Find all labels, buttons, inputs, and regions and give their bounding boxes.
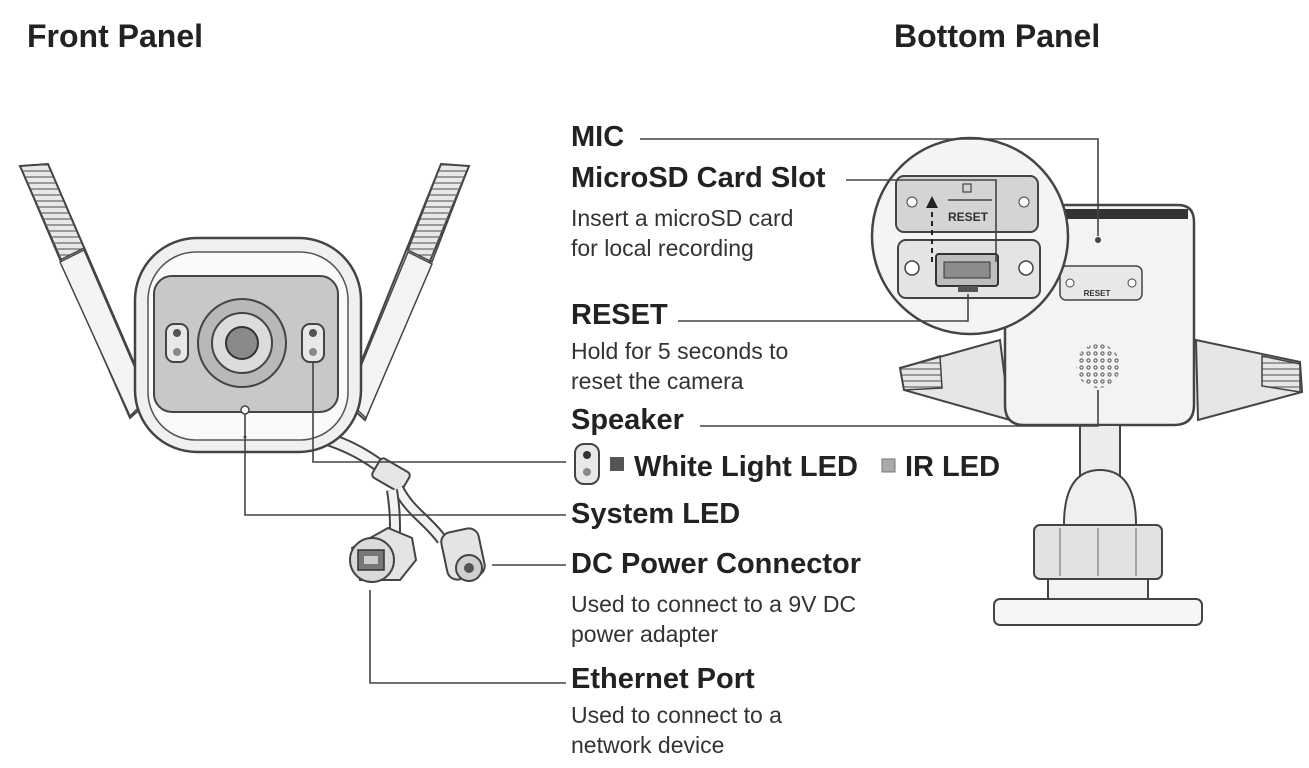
front-panel-heading: Front Panel (27, 18, 204, 54)
small-reset-marking: RESET (1084, 289, 1111, 298)
right-antenna (343, 162, 471, 422)
mic-label: MIC (571, 121, 625, 153)
microsd-label: MicroSD Card Slot (571, 162, 826, 194)
white-led-swatch (610, 457, 624, 471)
ethernet-label: Ethernet Port (571, 663, 755, 695)
reset-desc-2: reset the camera (571, 368, 744, 394)
eth-desc-1: Used to connect to a (571, 702, 782, 728)
large-reset-marking: RESET (948, 210, 989, 224)
dc-connector (440, 527, 486, 582)
bottom-panel-heading: Bottom Panel (894, 18, 1101, 54)
microsd-desc-2: for local recording (571, 235, 754, 261)
front-camera (18, 162, 486, 583)
dc-desc-2: power adapter (571, 621, 719, 647)
reset-desc-1: Hold for 5 seconds to (571, 338, 789, 364)
dc-desc-1: Used to connect to a 9V DC (571, 591, 857, 617)
system-led-label: System LED (571, 498, 741, 530)
mic-hole (1095, 237, 1101, 243)
leader-lines (244, 138, 1099, 684)
speaker-grill (1076, 344, 1120, 388)
left-antenna (18, 162, 152, 420)
ir-led-swatch (881, 458, 896, 473)
led-legend-icon (574, 443, 600, 485)
bottom-camera: RESET RESET (870, 136, 1304, 626)
eth-desc-2: network device (571, 732, 725, 758)
white-led-label: White Light LED (634, 451, 858, 483)
dc-power-label: DC Power Connector (571, 548, 862, 580)
ir-led-label: IR LED (905, 451, 1001, 483)
ethernet-connector (349, 526, 418, 583)
microsd-desc-1: Insert a microSD card (571, 205, 794, 231)
reset-label: RESET (571, 299, 668, 331)
speaker-label: Speaker (571, 404, 684, 436)
